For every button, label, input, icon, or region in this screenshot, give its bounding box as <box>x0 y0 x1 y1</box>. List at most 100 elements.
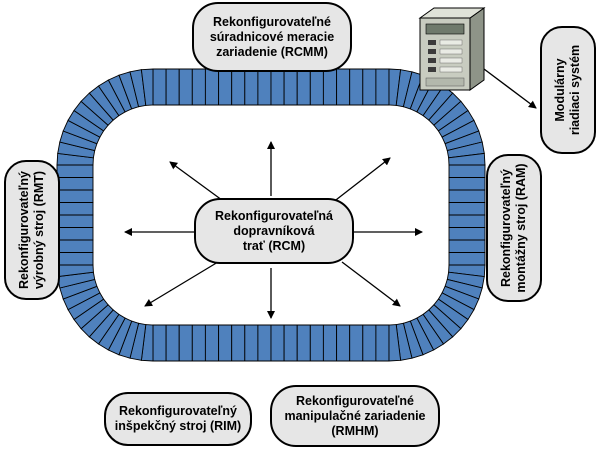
conveyor-segment <box>283 68 298 106</box>
conveyor-segment <box>336 68 351 106</box>
conveyor-segment <box>56 189 94 203</box>
conveyor-segment <box>336 324 351 362</box>
conveyor-segment <box>257 68 272 106</box>
arrow-icon <box>479 65 537 109</box>
node-rim-line: Rekonfigurovateľný <box>118 404 237 418</box>
conveyor-segment <box>448 239 486 253</box>
conveyor-segment <box>448 189 486 203</box>
conveyor-segment <box>448 177 486 191</box>
arrows <box>124 65 537 319</box>
conveyor-segment <box>140 68 154 106</box>
conveyor-segment <box>218 324 233 362</box>
conveyor-segment <box>283 324 298 362</box>
node-ram-line: Rekonfigurovateľný <box>499 168 513 288</box>
node-control-line: riadiaci systém <box>568 44 582 136</box>
cabinet-slot <box>439 66 463 73</box>
node-rim: Rekonfigurovateľný inšpekčný stroj (RIM) <box>104 392 252 446</box>
conveyor-segment <box>375 68 390 106</box>
conveyor-segment <box>204 68 220 106</box>
cabinet-side <box>469 7 485 91</box>
node-rcm-line: dopravníková <box>233 223 315 238</box>
conveyor-segment <box>244 324 259 362</box>
arrow-icon <box>331 157 391 204</box>
conveyor-segment <box>191 68 206 106</box>
conveyor-segment <box>231 324 246 362</box>
node-rmhm: Rekonfigurovateľné manipulačné zariadeni… <box>270 385 440 447</box>
conveyor-segment <box>448 214 486 228</box>
node-control-line: Modulárny <box>553 58 567 122</box>
conveyor-segment <box>56 177 94 191</box>
node-rmhm-line: (RMHM) <box>331 423 379 438</box>
conveyor-segment <box>388 324 402 362</box>
conveyor-segment <box>218 68 233 106</box>
conveyor-segment <box>362 324 377 362</box>
node-rmhm-line: Rekonfigurovateľné <box>295 393 415 408</box>
arrow-icon <box>144 261 219 307</box>
conveyor-segment <box>244 68 259 106</box>
node-rcmm-line: Rekonfigurovateľné <box>212 14 332 29</box>
conveyor-segment <box>56 202 94 216</box>
conveyor-segment <box>152 68 167 106</box>
conveyor-segment <box>231 68 246 106</box>
conveyor-segment <box>178 68 193 106</box>
conveyor-segment <box>204 324 220 362</box>
node-ram-line: montážny stroj (RAM) <box>514 163 528 293</box>
conveyor-segment <box>448 227 486 241</box>
conveyor-segment <box>56 239 94 253</box>
conveyor-segment <box>296 68 311 106</box>
node-rcm-line: trať (RCM) <box>242 238 306 253</box>
node-control-system: Modulárny riadiaci systém <box>540 26 596 154</box>
cabinet-slot <box>439 57 463 64</box>
node-rmhm-line: manipulačné zariadenie <box>284 408 426 423</box>
conveyor-segment <box>448 164 486 178</box>
cabinet-indicator <box>428 58 436 63</box>
cabinet-indicator <box>428 40 436 45</box>
node-rcm-line: Rekonfigurovateľná <box>214 208 334 223</box>
cabinet-base <box>425 77 465 87</box>
node-rcmm-line: súradnicové meracie <box>209 29 335 44</box>
node-ram: Rekonfigurovateľný montážny stroj (RAM) <box>486 154 542 302</box>
conveyor-segment <box>349 68 364 106</box>
control-cabinet-icon <box>418 7 486 91</box>
node-rmt: Rekonfigurovateľný výrobný stroj (RMT) <box>4 160 60 300</box>
conveyor-segment <box>270 68 285 106</box>
conveyor-segment <box>322 324 338 362</box>
conveyor-segment <box>448 202 486 216</box>
conveyor-segment <box>165 68 180 106</box>
arrow-icon <box>341 261 401 307</box>
conveyor-segment <box>448 252 486 266</box>
conveyor-segment <box>375 324 390 362</box>
conveyor-segment <box>448 152 486 166</box>
conveyor-loop <box>56 68 486 362</box>
conveyor-segment <box>362 68 377 106</box>
conveyor-segment <box>165 324 180 362</box>
conveyor-segment <box>56 252 94 266</box>
conveyor-segment <box>257 324 272 362</box>
conveyor-segment <box>56 214 94 228</box>
conveyor-segment <box>270 324 285 362</box>
cabinet-indicator <box>428 49 436 54</box>
conveyor-segment <box>309 324 324 362</box>
conveyor-segment <box>56 227 94 241</box>
node-rcmm-line: zariadenie (RCMM) <box>216 44 328 59</box>
conveyor-segment <box>178 324 193 362</box>
cabinet-slot <box>439 48 463 55</box>
conveyor-segment <box>349 324 364 362</box>
cabinet-slot <box>439 39 463 46</box>
node-rim-line: inšpekčný stroj (RIM) <box>114 419 242 433</box>
node-rcm: Rekonfigurovateľná dopravníková trať (RC… <box>194 198 354 264</box>
node-rmt-line: výrobný stroj (RMT) <box>32 170 46 290</box>
node-rcmm: Rekonfigurovateľné súradnicové meracie z… <box>192 2 352 72</box>
arrow-icon <box>169 161 227 204</box>
node-rmt-line: Rekonfigurovateľný <box>17 170 31 290</box>
conveyor-segment <box>191 324 206 362</box>
cabinet-indicator <box>428 67 436 72</box>
conveyor-segment <box>56 164 94 178</box>
conveyor-segment <box>152 324 167 362</box>
conveyor-segment <box>322 68 338 106</box>
cabinet-screen <box>425 23 465 35</box>
conveyor-segment <box>296 324 311 362</box>
conveyor-segment <box>309 68 324 106</box>
